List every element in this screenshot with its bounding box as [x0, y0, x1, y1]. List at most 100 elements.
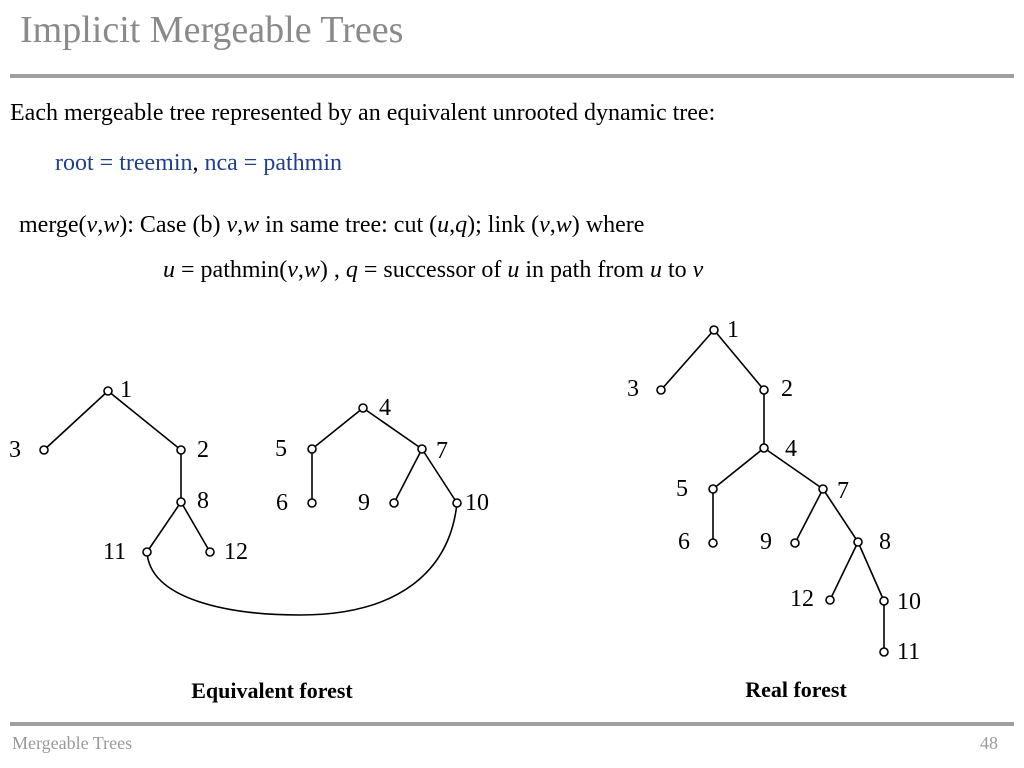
var-w: w	[303, 257, 320, 283]
node-11	[142, 547, 152, 557]
node-1	[709, 325, 719, 335]
label-7: 7	[837, 478, 849, 504]
label-7: 7	[436, 438, 448, 464]
definition-u-q-line: u = pathmin(v,w) , q = successor of u in…	[163, 257, 703, 284]
equivalent-forest: 1 3 2 8 11 12 4 5 7 6 9 10 Equivalent fo…	[9, 377, 489, 703]
definition-line: root = treemin, nca = pathmin	[55, 150, 342, 177]
node-4	[358, 403, 368, 413]
label-9: 9	[760, 529, 772, 555]
edge-7-8	[822, 488, 859, 543]
node-6	[708, 538, 718, 548]
edge-4-5	[311, 407, 364, 450]
slide-title: Implicit Mergeable Trees	[20, 9, 404, 51]
real-forest-caption: Real forest	[745, 677, 847, 702]
text-segment: ,	[97, 212, 104, 238]
node-12	[205, 547, 215, 557]
root-definition: root = treemin	[55, 150, 193, 176]
node-9	[389, 498, 399, 508]
var-u: u	[507, 257, 520, 283]
footer-title: Mergeable Trees	[12, 733, 133, 753]
edge-7-10	[421, 448, 458, 504]
node-3	[656, 385, 666, 395]
label-2: 2	[781, 376, 793, 402]
intro-text: Each mergeable tree represented by an eq…	[10, 100, 716, 126]
label-8: 8	[197, 488, 209, 514]
node-2	[176, 445, 186, 455]
label-2: 2	[197, 437, 209, 463]
label-1: 1	[727, 317, 739, 343]
node-7	[417, 444, 427, 454]
var-u: u	[437, 212, 450, 238]
page-number: 48	[980, 733, 998, 753]
node-10	[452, 498, 462, 508]
text-segment: ,	[449, 212, 456, 238]
text-segment: merge(	[19, 212, 87, 238]
label-10: 10	[897, 589, 921, 615]
var-q: q	[455, 212, 468, 238]
node-9	[790, 538, 800, 548]
node-12	[825, 595, 835, 605]
var-w: w	[243, 212, 260, 238]
label-3: 3	[9, 437, 21, 463]
node-8	[853, 537, 863, 547]
node-10	[879, 596, 889, 606]
text-segment: in path from	[519, 257, 650, 283]
label-3: 3	[627, 376, 639, 402]
edge-4-7	[362, 407, 423, 450]
node-3	[39, 445, 49, 455]
title-divider	[10, 74, 1014, 78]
var-v: v	[539, 212, 550, 238]
edge-8-10	[857, 541, 885, 602]
label-11: 11	[897, 639, 920, 665]
var-v: v	[86, 212, 98, 238]
var-w: w	[103, 212, 120, 238]
text-segment: = pathmin(	[175, 257, 288, 283]
text-segment: ); link (	[467, 212, 540, 238]
text-segment: ,	[297, 257, 304, 283]
node-1	[103, 386, 113, 396]
node-2	[759, 385, 769, 395]
edge-8-12	[180, 501, 211, 553]
edge-7-9	[794, 488, 824, 544]
label-6: 6	[678, 529, 690, 555]
text-segment: ,	[237, 212, 244, 238]
label-4: 4	[379, 395, 391, 421]
label-6: 6	[276, 490, 288, 516]
label-5: 5	[275, 436, 287, 462]
edge-7-9	[393, 448, 423, 504]
edge-1-3	[43, 390, 109, 451]
node-5	[708, 484, 718, 494]
equivalent-forest-caption: Equivalent forest	[191, 678, 353, 703]
var-v: v	[692, 257, 704, 283]
label-10: 10	[465, 490, 489, 516]
var-q: q	[345, 257, 358, 283]
edge-1-3	[660, 329, 715, 391]
label-12: 12	[790, 586, 814, 612]
label-5: 5	[676, 476, 688, 502]
footer-divider	[10, 722, 1014, 726]
edge-1-2	[107, 390, 182, 451]
label-12: 12	[224, 539, 248, 565]
nca-definition: nca = pathmin	[204, 150, 343, 176]
var-w: w	[555, 212, 572, 238]
node-6	[307, 498, 317, 508]
real-forest: 1 3 2 4 5 7 6 9 8 12 10 11 Real forest	[627, 317, 921, 702]
edge-8-11	[146, 501, 182, 553]
var-v: v	[226, 212, 238, 238]
label-4: 4	[785, 436, 797, 462]
edge-1-2	[713, 329, 765, 391]
label-1: 1	[120, 377, 132, 403]
node-8	[176, 497, 186, 507]
node-11	[879, 647, 889, 657]
edge-4-7	[763, 447, 824, 490]
var-v: v	[287, 257, 298, 283]
text-segment: ) where	[571, 212, 645, 238]
node-4	[759, 443, 769, 453]
text-segment: ): Case (b)	[119, 212, 227, 238]
label-8: 8	[879, 529, 891, 555]
label-11: 11	[103, 539, 126, 565]
text-segment: to	[662, 257, 693, 283]
definition-separator: ,	[192, 150, 205, 176]
node-5	[307, 444, 317, 454]
